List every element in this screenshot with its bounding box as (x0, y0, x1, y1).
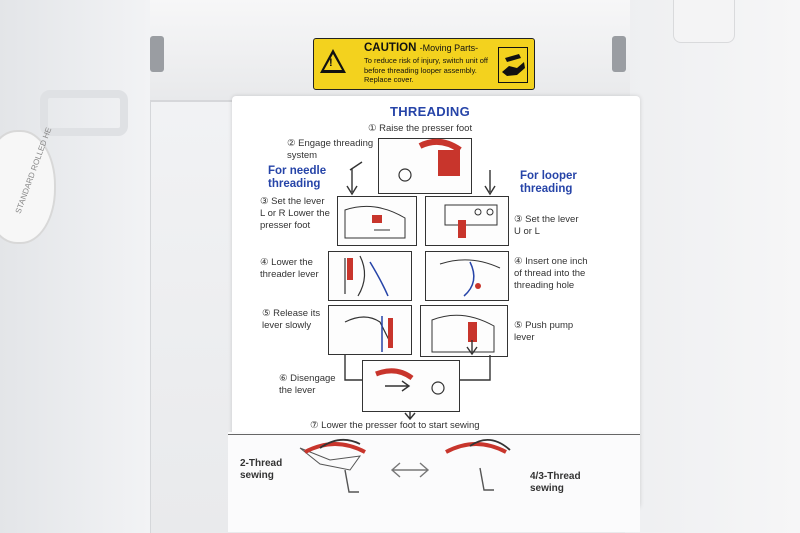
caution-heading: CAUTION (364, 42, 417, 54)
caution-text: To reduce risk of injury, switch unit of… (364, 56, 488, 84)
left-machine-panel: STANDARD ROLLED HE (0, 0, 151, 533)
diagram-set-lever-right (425, 196, 509, 246)
four-three-thread-sewing-label: 4/3-Thread sewing (530, 471, 581, 494)
step-insert-thread: ④ Insert one inch of thread into the thr… (514, 256, 588, 291)
step-lower-presser-foot: ⑦ Lower the presser foot to start sewing (310, 420, 480, 431)
diagram-lower-threader (328, 251, 412, 301)
step-lower-threader: ④ Lower the threader lever (260, 257, 319, 280)
step-set-lever-ul: ③ Set the lever U or L (514, 214, 579, 237)
step-raise-presser-foot: ① Raise the presser foot (368, 123, 473, 134)
top-knob[interactable] (673, 0, 735, 43)
caution-label: ! CAUTION -Moving Parts- To reduce risk … (313, 38, 535, 90)
diagram-release-lever (328, 305, 412, 355)
hand-warning-icon (498, 47, 528, 83)
section-divider (228, 434, 640, 435)
step-release-lever: ⑤ Release its lever slowly (262, 308, 321, 331)
step-push-pump: ⑤ Push pump lever (514, 320, 574, 343)
caution-title: CAUTION -Moving Parts- (364, 42, 478, 54)
caution-subtitle: -Moving Parts- (419, 43, 479, 53)
cover-handle[interactable] (40, 90, 128, 136)
right-machine-panel (625, 0, 800, 533)
step-set-lever-lr: ③ Set the lever L or R Lower the presser… (260, 196, 330, 231)
diagram-push-pump (420, 305, 508, 357)
hinge-left (150, 36, 164, 72)
warning-triangle-icon (320, 49, 346, 73)
exclamation-icon: ! (329, 57, 333, 69)
looper-threading-heading: For looper threading (520, 170, 577, 195)
needle-threading-heading: For needle threading (268, 165, 327, 190)
step-engage-threading: ② Engage threading system (287, 138, 374, 161)
threading-title: THREADING (390, 104, 470, 119)
step-disengage-lever: ⑥ Disengage the lever (279, 373, 336, 396)
instruction-card-lower (228, 432, 640, 532)
hinge-right (612, 36, 626, 72)
two-thread-sewing-label: 2-Thread sewing (240, 458, 283, 481)
stitch-selector-dial[interactable]: STANDARD ROLLED HE (0, 126, 56, 244)
